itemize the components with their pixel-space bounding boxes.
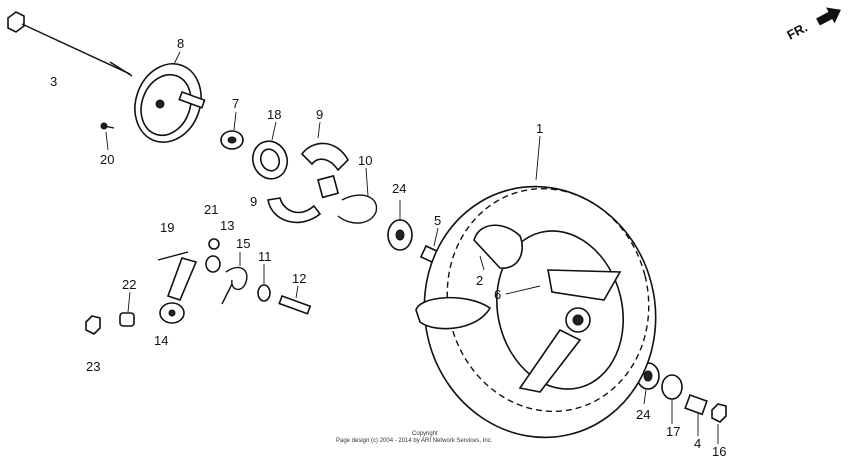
label-part-1: 1: [536, 121, 543, 136]
part-18-seal: [251, 140, 289, 180]
label-part-5: 5: [434, 213, 441, 228]
label-part-19: 19: [160, 220, 174, 235]
part-12-indicator: [278, 294, 312, 315]
part-21-nut: [208, 238, 220, 250]
part-8-brake-panel: [134, 63, 206, 143]
label-part-9-upper: 9: [316, 107, 323, 122]
label-part-24-lower: 24: [636, 407, 650, 422]
part-19-bolt: [157, 251, 189, 261]
front-direction-label: FR.: [784, 20, 810, 43]
leader-lines: [105, 51, 719, 444]
part-20-bolt: [100, 122, 115, 130]
part-13-washer: [205, 255, 221, 273]
copyright-line-2: Page design (c) 2004 - 2014 by ARI Netwo…: [336, 438, 493, 444]
label-part-7: 7: [232, 96, 239, 111]
label-part-11: 11: [258, 249, 272, 264]
part-labels: 1 2 3 4 5 6 7 8 9 9 10 11 12 13 14 15 16…: [50, 36, 726, 459]
part-9-brake-shoe-upper: [300, 142, 349, 199]
part-24-bearing-left: [387, 219, 413, 251]
label-part-23: 23: [86, 359, 100, 374]
label-part-18: 18: [267, 107, 281, 122]
label-part-17: 17: [666, 424, 680, 439]
part-11-washer: [257, 284, 271, 302]
label-part-16: 16: [712, 444, 726, 459]
part-23-nut: [85, 315, 101, 335]
label-part-24-upper: 24: [392, 181, 406, 196]
label-part-21: 21: [204, 202, 218, 217]
label-part-6: 6: [494, 287, 501, 302]
part-14-brake-arm: [159, 257, 198, 324]
arrow-icon: [816, 7, 841, 26]
part-3-axle: [7, 11, 133, 77]
label-part-10: 10: [358, 153, 372, 168]
part-15-return-spring: [221, 266, 248, 305]
label-part-2: 2: [476, 273, 483, 288]
part-10-spring: [337, 194, 378, 224]
label-part-8: 8: [177, 36, 184, 51]
copyright-notice: Copyright Page design (c) 2004 - 2014 by…: [336, 431, 493, 444]
label-part-3: 3: [50, 74, 57, 89]
part-9-brake-shoe-lower: [267, 197, 322, 224]
part-16-nut: [711, 403, 727, 423]
part-2-tube-section: [415, 296, 492, 330]
part-17-collar: [661, 374, 683, 400]
part-7-cam: [220, 130, 244, 150]
label-part-13: 13: [220, 218, 234, 233]
label-part-14: 14: [154, 333, 168, 348]
part-4-spacer: [684, 393, 708, 416]
label-part-22: 22: [122, 277, 136, 292]
label-part-15: 15: [236, 236, 250, 251]
label-part-12: 12: [292, 271, 306, 286]
front-direction-marker: FR.: [784, 7, 841, 43]
part-22-cap: [119, 312, 135, 327]
label-part-4: 4: [694, 436, 701, 451]
part-2-tube: [473, 224, 524, 269]
label-part-20: 20: [100, 152, 114, 167]
label-part-9-lower: 9: [250, 194, 257, 209]
copyright-line-1: Copyright: [412, 431, 438, 437]
part-6-wheel-rim: [496, 230, 624, 393]
